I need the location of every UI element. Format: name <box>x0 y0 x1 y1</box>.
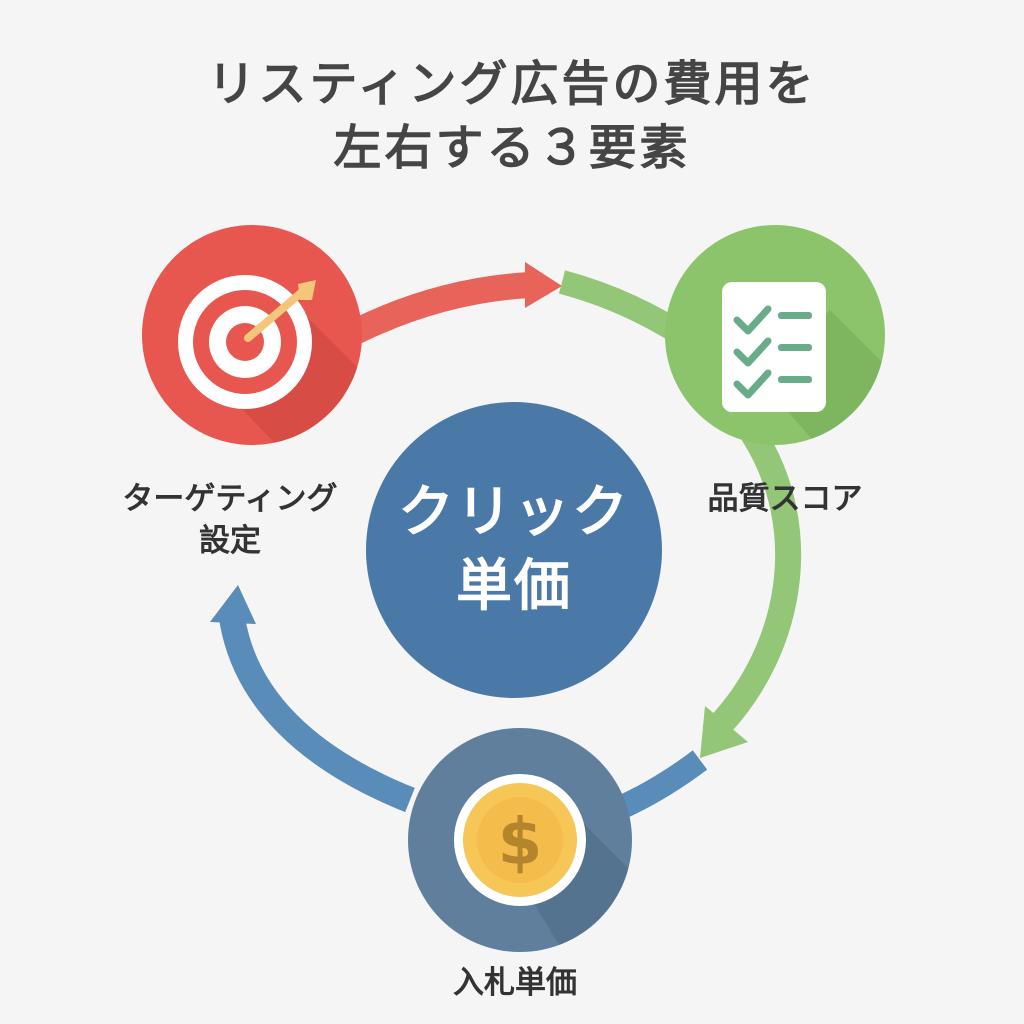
center-label-line-1: クリック <box>398 480 630 545</box>
checklist-icon <box>722 282 826 412</box>
node-targeting-label: ターゲティング 設定 <box>100 478 360 562</box>
node-targeting <box>142 225 362 445</box>
node-quality-label: 品質スコア <box>707 481 863 517</box>
arrow-bid-to-targeting <box>210 585 708 819</box>
node-targeting-label-line-2: 設定 <box>199 523 261 559</box>
target-icon <box>178 275 316 409</box>
diagram-title-line-1: リスティング広告の費用を <box>207 56 817 112</box>
coin-symbol: $ <box>498 806 543 880</box>
arrow-targeting-to-quality <box>349 262 562 344</box>
node-bid-label: 入札単価 <box>453 965 577 1001</box>
center-label-line-2: 単価 <box>456 554 572 619</box>
node-targeting-label-line-1: ターゲティング <box>122 481 338 517</box>
node-quality <box>665 225 885 445</box>
dollar-coin-icon: $ <box>454 774 586 906</box>
center-node <box>366 402 662 698</box>
diagram-title-line-2: 左右する３要素 <box>333 120 691 176</box>
node-bid: $ <box>408 728 632 952</box>
